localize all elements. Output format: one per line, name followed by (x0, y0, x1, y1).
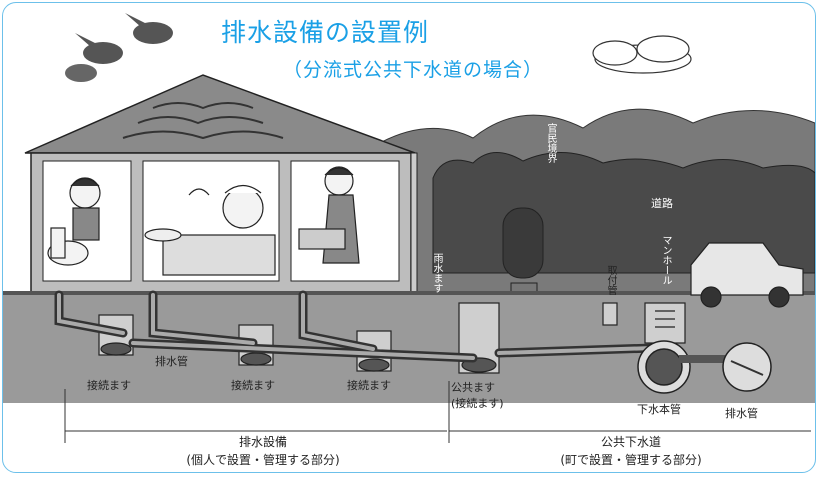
section-private-note: (個人で設置・管理する部分) (186, 453, 340, 467)
cloud-icon (592, 35, 692, 74)
section-public-title: 公共下水道 (600, 435, 661, 449)
label-public-box-note: (接続ます) (451, 397, 504, 410)
car-icon (690, 242, 804, 308)
manhole (602, 302, 686, 344)
label-pipe-private: 排水管 (155, 355, 188, 368)
label-lateral: 取付管 (605, 265, 616, 295)
label-box-right: 接続ます (347, 379, 391, 392)
label-road: 道路 (651, 197, 673, 210)
label-manhole: マンホール (660, 235, 671, 285)
label-boundary: 官民境界 (545, 123, 556, 163)
section-dimension-lines (64, 381, 811, 443)
label-box-middle: 接続ます (231, 379, 275, 392)
person-toilet (47, 177, 101, 266)
bird-icon (65, 13, 173, 82)
label-main-sewer: 下水本管 (637, 403, 681, 416)
person-bath (144, 184, 276, 276)
section-public-note: (町で設置・管理する部分) (560, 453, 702, 467)
public-box (458, 302, 500, 374)
page-title: 排水設備の設置例 (221, 18, 430, 47)
illustration (3, 13, 815, 443)
person-kitchen (298, 166, 360, 264)
page-subtitle: （分流式公共下水道の場合） (283, 59, 544, 81)
label-gutter: 雨水ます (431, 253, 442, 293)
label-box-left: 接続ます (87, 379, 131, 392)
label-drain-pipe: 排水管 (725, 407, 758, 420)
label-public-box: 公共ます (451, 381, 495, 394)
main-sewer-pipe (637, 340, 772, 394)
section-private-title: 排水設備 (238, 435, 287, 449)
roof (24, 74, 416, 154)
